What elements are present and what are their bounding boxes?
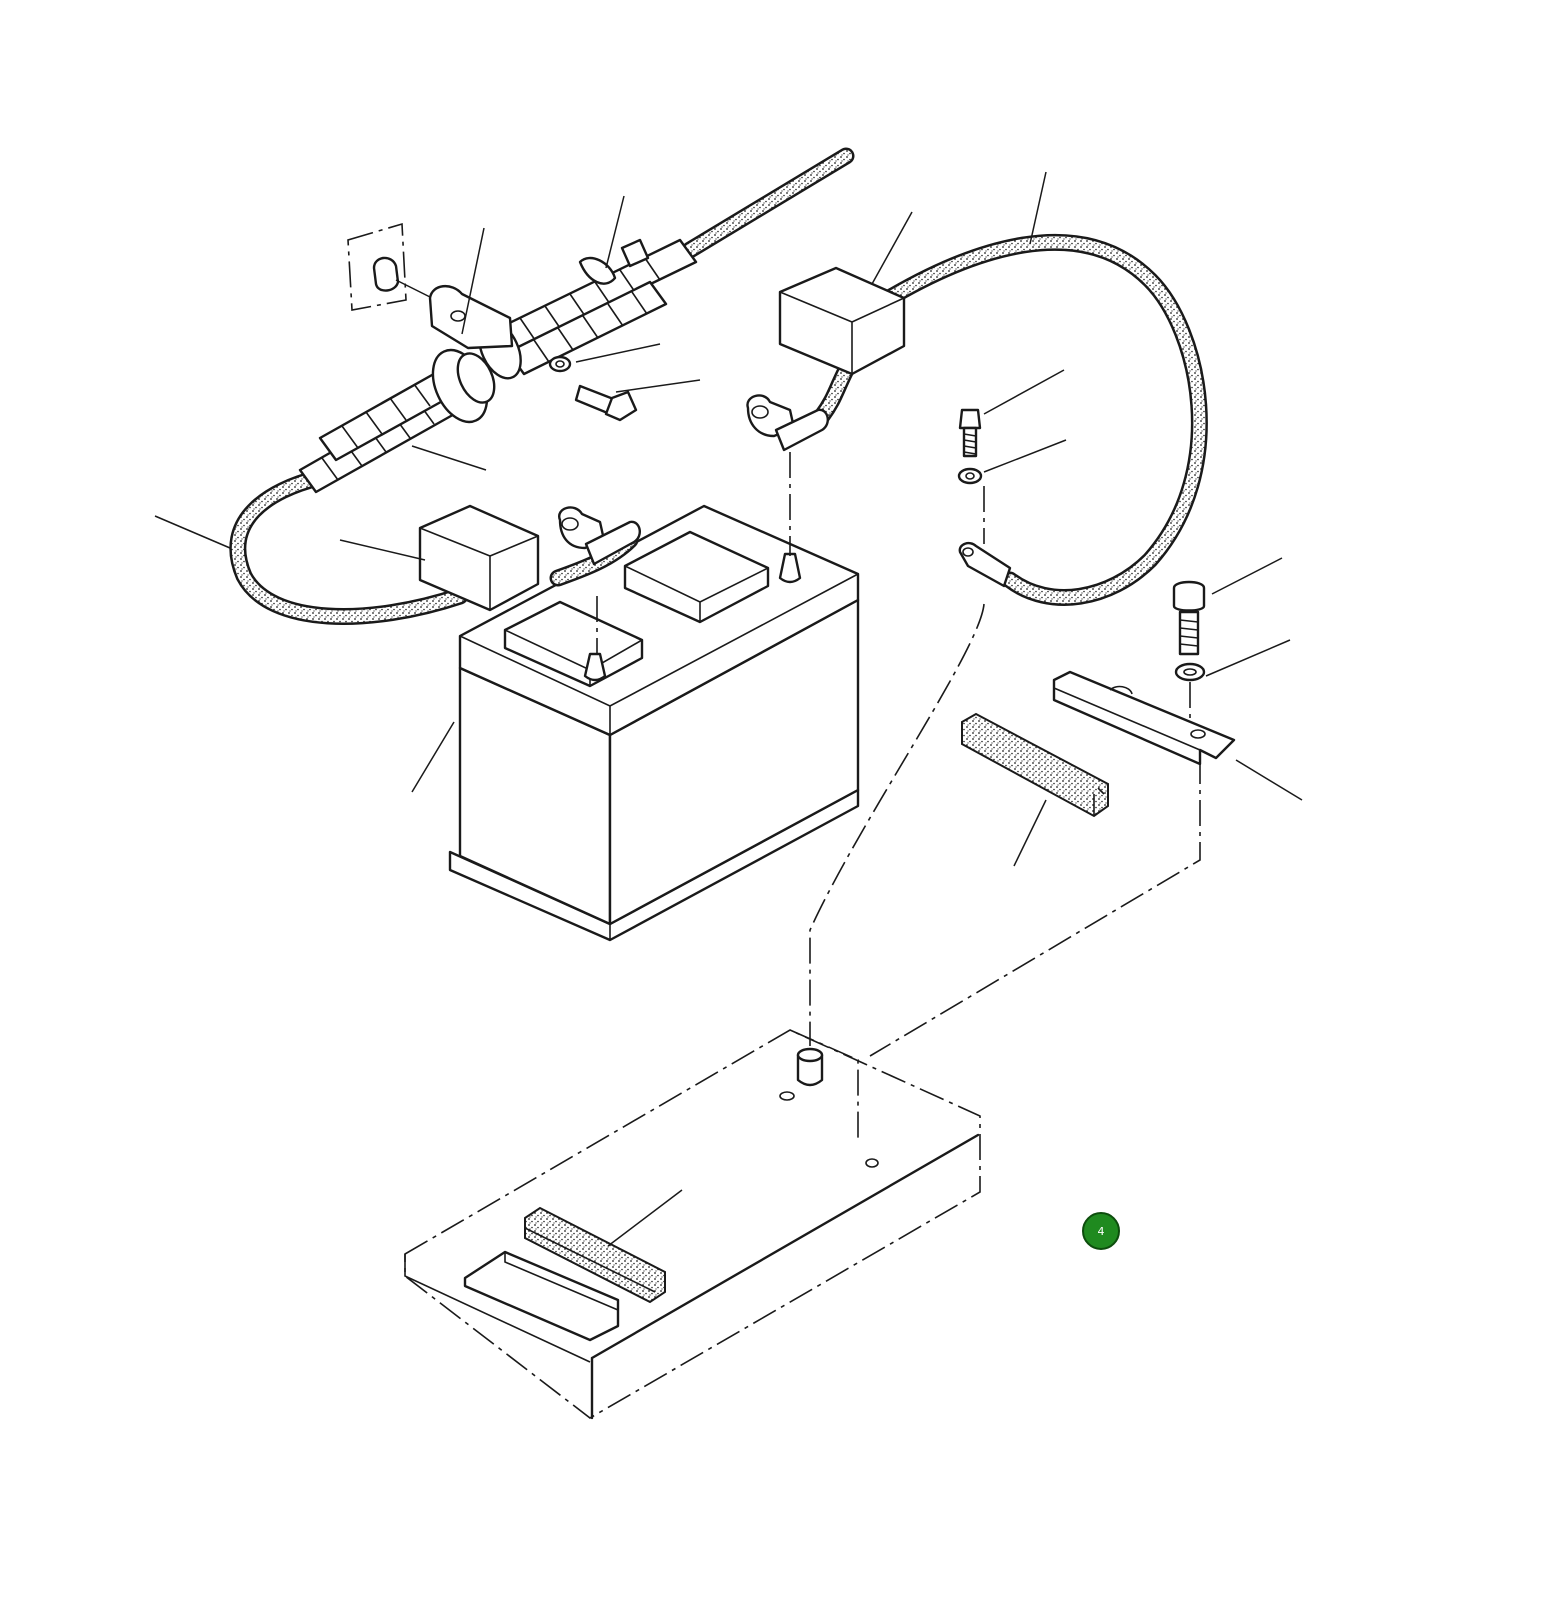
battery — [448, 504, 860, 942]
ground-washer — [957, 467, 983, 485]
page-badge-label: 4 — [1097, 1224, 1105, 1238]
ground-ring-terminal — [958, 541, 1012, 588]
battery-tray — [404, 1029, 981, 1420]
battery-vent-cap — [623, 530, 770, 624]
hold-down-clamp — [1052, 670, 1236, 766]
grommet — [431, 320, 522, 424]
positive-cable-clamp — [746, 394, 829, 452]
negative-terminal-post — [583, 652, 607, 682]
page-badge: 4 — [1082, 1212, 1120, 1250]
conduit-coils — [298, 238, 698, 494]
negative-cable-clamp — [558, 506, 641, 566]
conduit-upper — [681, 147, 855, 259]
assembly-lines — [596, 452, 1201, 1057]
tray-rail — [463, 1250, 620, 1342]
ground-bolt — [958, 408, 982, 458]
hold-down-bolt — [1172, 580, 1206, 656]
tray-standoff — [796, 1047, 824, 1087]
hold-down-foam-pad — [961, 712, 1109, 818]
negative-terminal-cover — [418, 504, 540, 612]
bracket-bolt — [574, 384, 638, 422]
bracket-washer — [548, 355, 572, 373]
leader-lines — [154, 171, 1303, 1247]
cable-tie — [578, 238, 650, 285]
bulkhead-panel — [347, 222, 437, 311]
mounting-bracket — [428, 285, 514, 350]
positive-terminal-post — [778, 552, 802, 584]
tray-foam-strip — [524, 1206, 666, 1304]
positive-terminal-cover — [778, 266, 906, 376]
hold-down-washer — [1174, 662, 1206, 682]
